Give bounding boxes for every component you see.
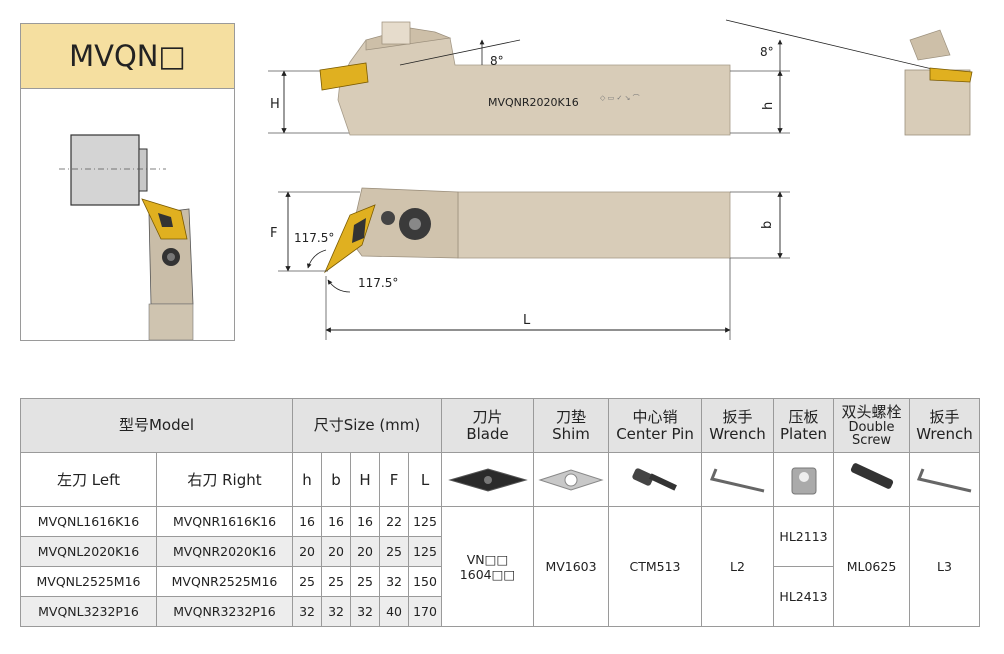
wrench-2-image [909,452,981,507]
cell-F: 25 [379,536,410,567]
lead-angle-label-b: 117.5° [358,276,398,290]
left-model: MVQNL2525M16 [20,566,157,597]
blade-cell: VN□□1604□□ [441,506,535,627]
dim-F-label: F [270,226,277,241]
right-model: MVQNR2020K16 [155,536,294,567]
col-L: L [408,452,443,507]
clearance-line-a [399,39,521,66]
shim-image [533,452,610,507]
end-view-insert [929,67,973,83]
side-clamp-top [381,21,411,45]
cell-b: 25 [321,566,352,597]
workpiece [70,134,140,206]
cell-F: 22 [379,506,410,537]
dim-H-label: H [270,97,280,112]
engraving-symbols: ◇ ▭ ✓ ↘ ⌒ [600,94,640,102]
left-model: MVQNL3232P16 [20,596,157,627]
col-b: b [321,452,352,507]
end-view-clamp [909,29,951,61]
lead-angle-label-a: 117.5° [294,231,334,245]
right-header: 右刀 Right [155,452,294,507]
platen-cell-1: HL2113 [773,506,835,567]
model-box: MVQN□ [20,23,235,341]
wrench-cell: L2 [701,506,775,627]
model-header: 型号Model [19,398,294,453]
table-row: MVQNL3232P16 MVQNR3232P16 32 32 32 40 17… [20,596,980,627]
right-model: MVQNR3232P16 [155,596,294,627]
dim-h-label: h [761,102,776,110]
clearance-line-b [725,19,971,79]
model-title: MVQN□ [21,24,234,89]
platen-cell-2: HL2413 [773,566,835,627]
cell-H: 32 [350,596,381,627]
side-insert [319,62,369,91]
size-header: 尺寸Size (mm) [292,398,443,453]
top-pin [381,211,395,225]
shim-cell: MV1603 [533,506,610,627]
wrench-2-cell: L3 [909,506,981,627]
table-row: MVQNL1616K16 MVQNR1616K16 16 16 16 22 12… [20,506,981,627]
cell-H: 20 [350,536,381,567]
insert-hole [158,213,173,227]
side-view: H MVQNR2020K16 ◇ ▭ ✓ ↘ ⌒ 8° h 8° [268,19,973,136]
lead-angle-arc-a [306,249,327,269]
thumbnail-diagram [59,134,194,340]
cell-F: 32 [379,566,410,597]
platen-image [773,452,835,507]
top-screw-center [409,218,421,230]
double-screw-cell: ML0625 [833,506,911,627]
cell-L: 150 [408,566,443,597]
side-body [337,37,731,136]
wrench-image [701,452,775,507]
angle-label-a: 8° [490,54,504,68]
cell-h: 20 [292,536,323,567]
col-H: H [350,452,381,507]
cell-L: 125 [408,506,443,537]
angle-label-b: 8° [760,45,774,59]
holder-shank [148,303,194,340]
col-h: h [292,452,323,507]
left-model: MVQNL1616K16 [20,506,157,537]
left-model: MVQNL2020K16 [20,536,157,567]
cell-h: 25 [292,566,323,597]
top-insert-hole [352,218,366,243]
right-model: MVQNR2525M16 [155,566,294,597]
center-pin-cell: CTM513 [608,506,703,627]
top-view: F 117.5° 117.5° b L [270,187,790,340]
right-model: MVQNR1616K16 [155,506,294,537]
cell-F: 40 [379,596,410,627]
cell-h: 32 [292,596,323,627]
cell-h: 16 [292,506,323,537]
cell-L: 170 [408,596,443,627]
cell-b: 32 [321,596,352,627]
body-engraving: MVQNR2020K16 [488,96,579,109]
cell-H: 25 [350,566,381,597]
top-body [457,191,731,259]
lead-angle-arc-b [327,279,351,293]
cell-b: 20 [321,536,352,567]
dim-b-label: b [760,221,775,229]
tool-drawing: H MVQNR2020K16 ◇ ▭ ✓ ↘ ⌒ 8° h 8° [268,19,973,340]
blade-image [441,452,535,507]
cell-H: 16 [350,506,381,537]
col-F: F [379,452,410,507]
double-screw-image [833,452,911,507]
table-row: MVQNL2020K16 MVQNR2020K16 20 20 20 25 12… [20,536,980,567]
dim-L-label: L [523,313,531,328]
workpiece-step [138,148,148,192]
clamp-screw-center [167,253,175,261]
cell-L: 125 [408,536,443,567]
table-row: MVQNL2525M16 MVQNR2525M16 25 25 25 32 15… [20,566,980,627]
cell-b: 16 [321,506,352,537]
center-pin-image [608,452,703,507]
left-header: 左刀 Left [20,452,157,507]
